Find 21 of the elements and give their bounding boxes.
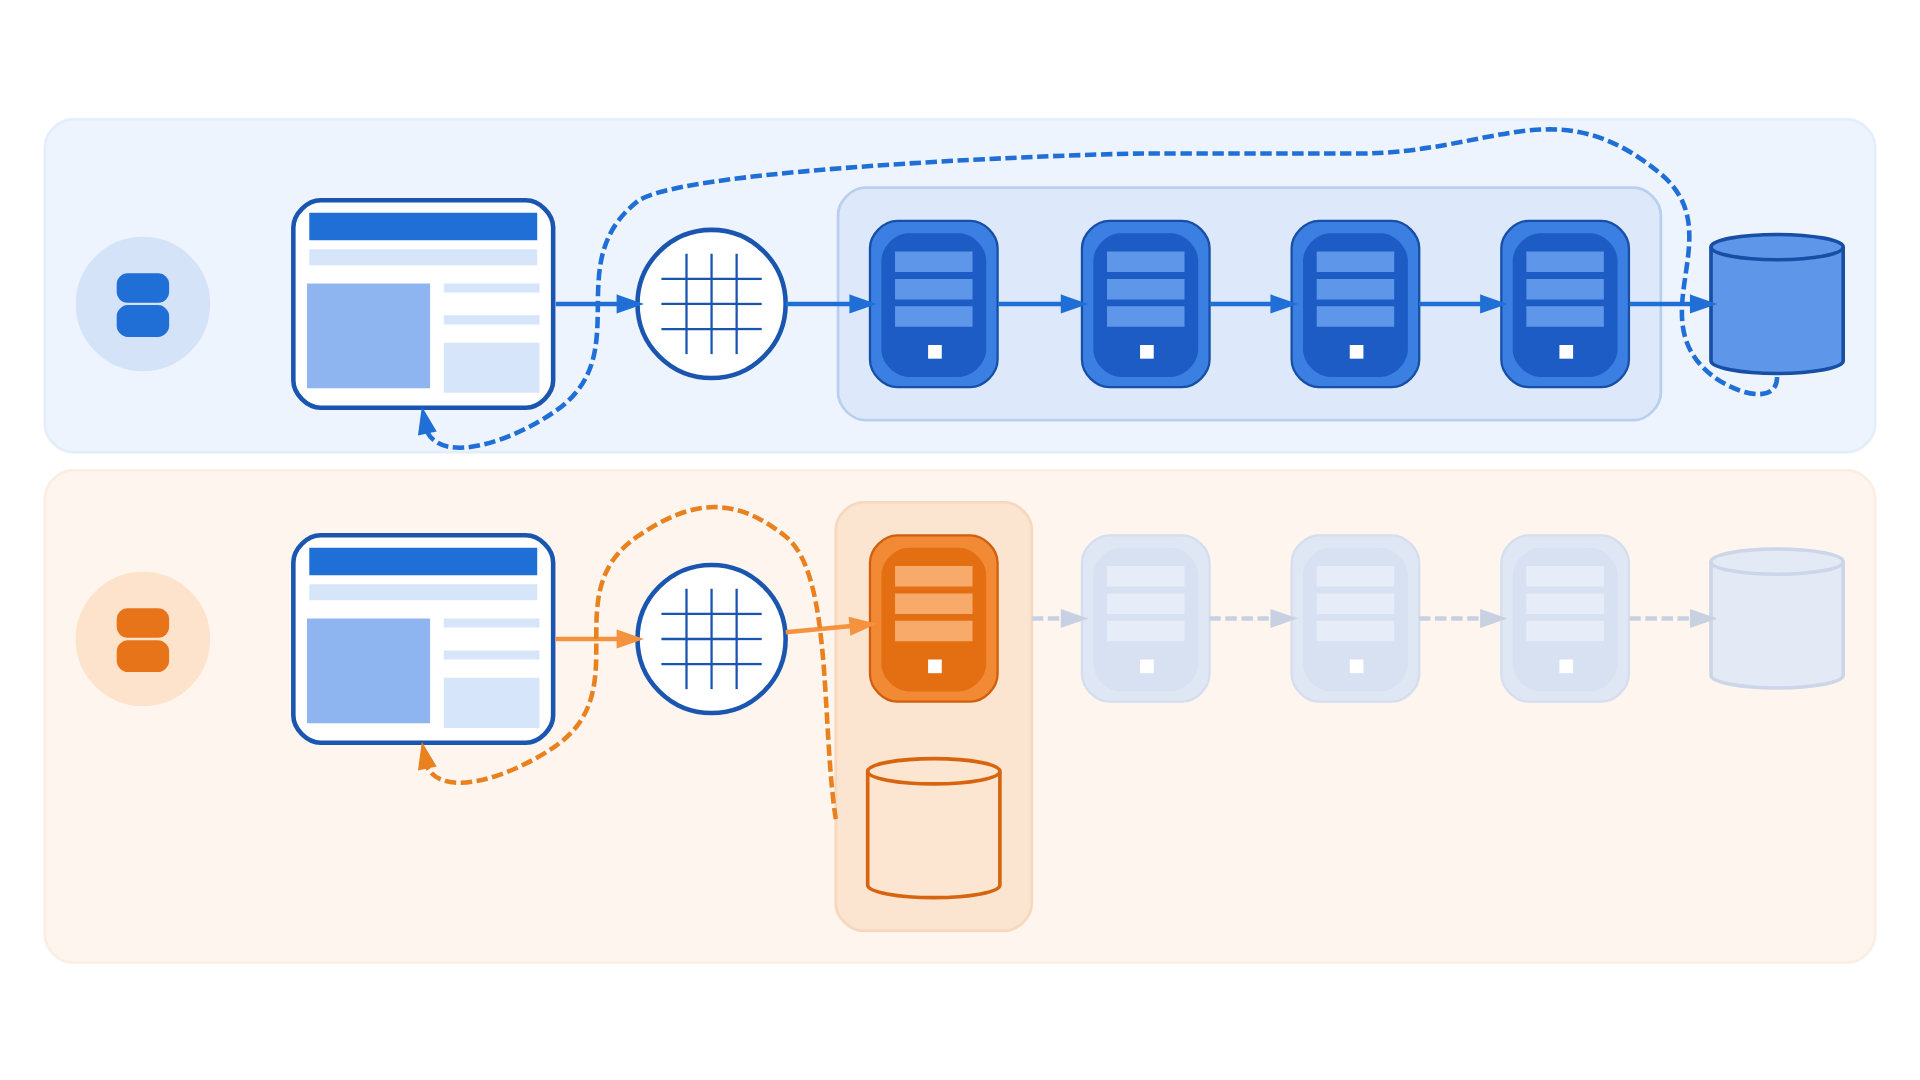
arrow xyxy=(1419,607,1508,628)
node-person xyxy=(75,570,211,706)
arrow xyxy=(1031,607,1089,628)
arrow xyxy=(785,615,877,635)
arrow xyxy=(785,293,877,313)
arrow xyxy=(417,126,1780,449)
cluster xyxy=(43,468,1877,963)
cluster xyxy=(834,499,1034,932)
arrow xyxy=(417,504,839,819)
cluster xyxy=(836,185,1663,421)
node-picture xyxy=(635,561,788,715)
arrow xyxy=(998,293,1089,313)
arrow xyxy=(1209,293,1298,313)
arrow xyxy=(555,293,645,313)
arrow xyxy=(1629,293,1718,313)
node-picture xyxy=(635,226,788,380)
arrow xyxy=(1629,607,1718,628)
arrow xyxy=(1419,293,1508,313)
arrow xyxy=(1209,607,1298,628)
arrow xyxy=(555,628,645,648)
node-person xyxy=(75,235,211,371)
